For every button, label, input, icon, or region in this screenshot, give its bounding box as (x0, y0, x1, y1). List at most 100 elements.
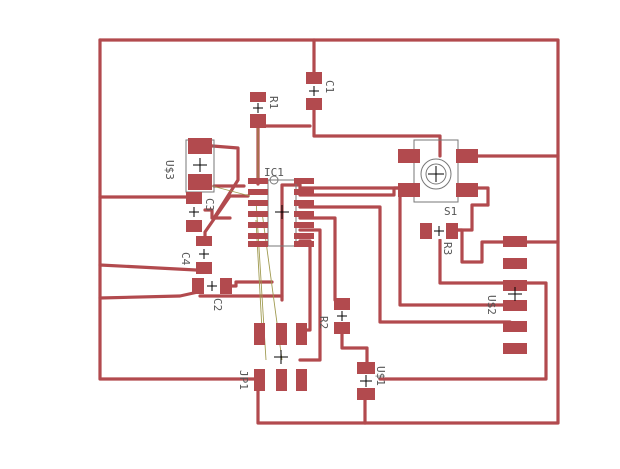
jp1-origin-mark (274, 350, 288, 364)
us3-component[interactable]: U$3 (163, 138, 215, 193)
us1-pad-bottom (357, 386, 375, 400)
r2-label: R2 (317, 316, 330, 329)
r2-pad-top (334, 298, 350, 310)
trace-c1-bottom (312, 103, 442, 158)
us2-connector[interactable]: U$2 (485, 236, 527, 354)
c2-label: C2 (211, 298, 224, 311)
c1-capacitor[interactable]: C1 (306, 72, 336, 110)
trace-r3-down (453, 228, 516, 264)
airwire-layer (211, 128, 283, 361)
us3-label: U$3 (163, 160, 176, 180)
c1-origin-mark (309, 86, 319, 96)
ic1-pad-l7 (248, 241, 268, 247)
ic1-pad-r6 (294, 233, 314, 239)
jp1-pad-3 (296, 323, 307, 345)
trace-ic-right-3 (298, 216, 337, 302)
r1-pad-bottom (250, 114, 266, 128)
us2-pad-3 (503, 280, 527, 291)
trace-s1-mid (298, 186, 512, 307)
r2-resistor[interactable]: R2 (317, 298, 350, 334)
c4-label: C4 (179, 252, 192, 266)
ic1-chip[interactable]: IC1 (248, 166, 314, 247)
ic1-pad-l4 (248, 211, 268, 217)
c4-origin-mark (199, 249, 209, 259)
c3-capacitor[interactable]: C3 (186, 192, 216, 232)
ic1-origin-mark (275, 205, 289, 219)
us2-pad-1 (503, 236, 527, 247)
trace-left-rail (98, 38, 257, 381)
s1-button-outer (420, 158, 452, 190)
trace-left-c2 (98, 290, 200, 300)
jp1-pad-2 (276, 323, 287, 345)
ic1-pad-r2 (294, 189, 314, 195)
c2-pad-left (192, 278, 204, 294)
ic1-pad-l2 (248, 189, 268, 195)
ic1-pad-r1 (294, 178, 314, 184)
s1-outline (413, 139, 459, 203)
c2-origin-mark (207, 281, 217, 291)
ic1-pad-r5 (294, 222, 314, 228)
us2-origin-mark (508, 287, 522, 301)
s1-switch[interactable]: S1 (398, 139, 478, 218)
trace-ic-right-5 (298, 239, 312, 332)
trace-ic-right-2 (298, 205, 512, 324)
c1-pad-top (306, 72, 322, 86)
r3-pad-left (420, 223, 432, 239)
ic1-pad-l6 (248, 233, 268, 239)
jp1-label: JP1 (237, 370, 250, 390)
r3-label: R3 (441, 242, 454, 255)
c4-pad-top (196, 236, 212, 248)
c1-label: C1 (323, 80, 336, 93)
c3-pad-bottom (186, 220, 202, 232)
c3-pad-top (186, 192, 202, 204)
jp1-pad-4 (254, 369, 265, 391)
trace-layer (98, 38, 560, 425)
airwire-us3-ic (211, 185, 251, 197)
trace-ic-left-bottom (280, 183, 302, 302)
trace-r2-down (340, 328, 369, 367)
c3-label: C3 (203, 198, 216, 211)
ic1-left-pads (248, 178, 268, 247)
us1-label: U$1 (374, 366, 387, 386)
us3-origin-mark (193, 158, 207, 172)
us1-origin-mark (360, 375, 372, 387)
r2-origin-mark (337, 311, 347, 321)
us3-pad-bottom (188, 174, 212, 190)
r1-resistor[interactable]: R1 (250, 92, 280, 128)
r1-label: R1 (267, 96, 280, 109)
r3-resistor[interactable]: R3 (420, 223, 458, 255)
trace-ic-right-4 (298, 228, 322, 362)
ic1-pad-l5 (248, 222, 268, 228)
r3-origin-mark (434, 226, 444, 236)
s1-pad-tr (456, 149, 478, 163)
trace-outer-loop (98, 38, 560, 425)
ic1-right-pads (294, 178, 314, 247)
ic1-pad-r4 (294, 211, 314, 217)
jp1-header[interactable]: JP1 (237, 323, 307, 391)
us1-component[interactable]: U$1 (357, 362, 387, 400)
c4-capacitor[interactable]: C4 (179, 236, 212, 274)
c2-capacitor[interactable]: C2 (192, 278, 232, 311)
ic1-label: IC1 (264, 166, 284, 179)
trace-left-c4 (98, 263, 198, 272)
us2-pad-6 (503, 343, 527, 354)
trace-r3-right (453, 203, 490, 232)
us2-pad-4 (503, 300, 527, 311)
c1-pad-bottom (306, 96, 322, 110)
trace-c3-right (203, 208, 232, 220)
us2-label: U$2 (485, 295, 498, 315)
r3-pad-right (446, 223, 458, 239)
jp1-pad-5 (276, 369, 287, 391)
s1-label: S1 (444, 205, 457, 218)
jp1-pad-1 (254, 323, 265, 345)
r2-pad-bottom (334, 322, 350, 334)
s1-pad-br (456, 183, 478, 197)
us3-pad-top (188, 138, 212, 154)
ic1-pad-l3 (248, 200, 268, 206)
us2-pad-2 (503, 258, 527, 269)
c3-origin-mark (189, 207, 199, 217)
s1-button-inner (425, 163, 447, 185)
us2-pad-5 (503, 321, 527, 332)
c2-pad-right (220, 278, 232, 294)
